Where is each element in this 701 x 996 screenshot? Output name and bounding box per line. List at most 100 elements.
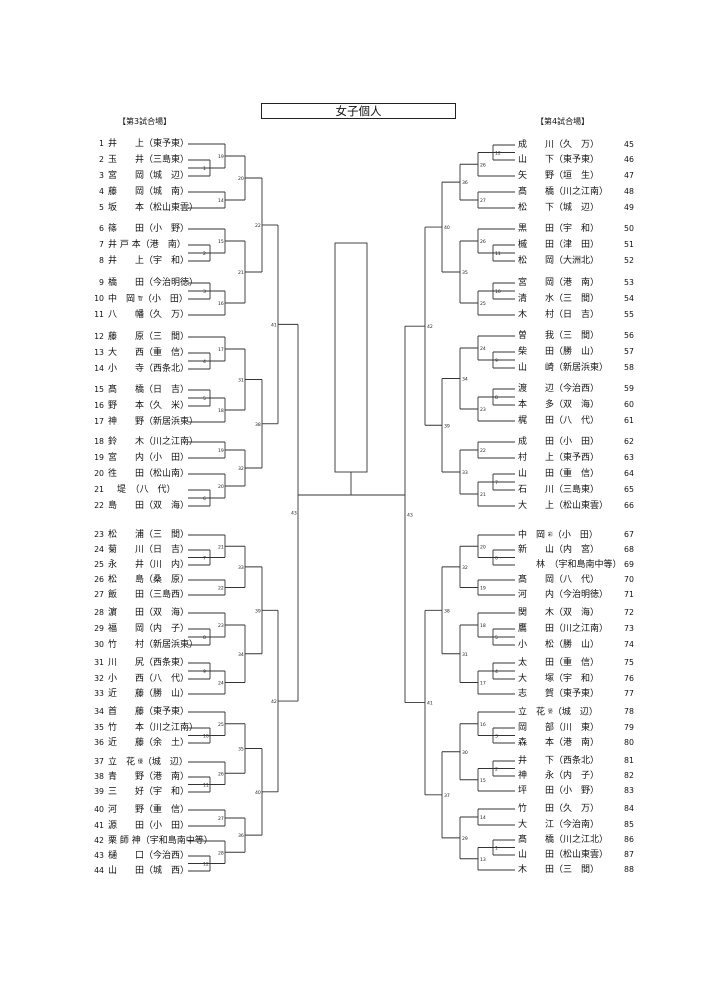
entry-number: 25 — [94, 560, 104, 569]
match-number: 9 — [203, 669, 206, 675]
entry-number: 35 — [94, 723, 104, 732]
entry-name: 篠 田（小 野） — [108, 224, 190, 234]
entry-number: 11 — [94, 310, 104, 319]
match-number: 38 — [255, 422, 261, 428]
entry-name: 梶 田（八 代） — [518, 416, 600, 426]
match-number: 41 — [271, 322, 277, 328]
entry-name: 徃 田（松山南） — [108, 469, 190, 479]
match-number: 11 — [495, 251, 501, 257]
match-number: 7 — [203, 556, 206, 562]
entry-name: 井 上（東予東） — [108, 139, 190, 149]
entry-number: 63 — [624, 453, 634, 462]
match-number: 30 — [462, 750, 468, 756]
match-number: 2 — [203, 251, 206, 257]
match-number: 16 — [480, 722, 486, 728]
entry-number: 8 — [99, 256, 104, 265]
entry-number: 76 — [624, 674, 634, 683]
entry-number: 74 — [624, 640, 634, 649]
match-number: 12 — [495, 151, 501, 157]
entry-number: 50 — [624, 224, 634, 233]
match-number: 36 — [462, 180, 468, 186]
entry-name: 立 花 優（城 辺） — [108, 757, 188, 768]
entry-number: 68 — [624, 545, 634, 554]
entry-number: 14 — [94, 364, 104, 373]
match-number: 33 — [462, 470, 468, 476]
match-number: 43 — [407, 512, 413, 518]
entry-name: 大 上（松山東雲） — [518, 501, 609, 511]
entry-number: 57 — [624, 347, 634, 356]
entry-number: 69 — [624, 560, 634, 569]
entry-name: 河 内（今治明徳） — [518, 590, 609, 600]
entry-name: 近 藤（余 土） — [108, 738, 190, 748]
match-number: 3 — [203, 289, 206, 295]
match-number: 6 — [495, 556, 498, 562]
entry-number: 82 — [624, 771, 634, 780]
entry-name: 成 田（小 田） — [518, 437, 600, 447]
entry-number: 55 — [624, 310, 634, 319]
entry-number: 87 — [624, 850, 634, 859]
match-number: 22 — [255, 223, 261, 229]
match-number: 8 — [203, 635, 206, 641]
entry-number: 15 — [94, 385, 104, 394]
entry-number: 70 — [624, 575, 634, 584]
entry-name: 濵 田（双 海） — [108, 608, 190, 618]
match-number: 3 — [495, 734, 498, 740]
entry-name: 山 田（重 信） — [518, 469, 600, 479]
entry-number: 5 — [99, 203, 104, 212]
entry-name: 大 江（今治南） — [518, 820, 600, 830]
right-entry: 69 林 （宇和島南中等） — [518, 558, 658, 572]
entry-number: 45 — [624, 140, 634, 149]
entry-name: 青 野（港 南） — [108, 772, 190, 782]
entry-name: 志 賀（東予東） — [518, 689, 600, 699]
entry-name: 村 上（東予西） — [518, 453, 600, 463]
entry-number: 16 — [94, 401, 104, 410]
entry-number: 73 — [624, 624, 634, 633]
entry-number: 60 — [624, 400, 634, 409]
match-number: 18 — [480, 623, 486, 629]
entry-name: 太 田（重 信） — [518, 658, 600, 668]
entry-name: 三 好（宇 和） — [108, 787, 190, 797]
entry-number: 26 — [94, 575, 104, 584]
entry-name: 渡 辺（今治西） — [518, 384, 600, 394]
entry-number: 34 — [94, 707, 104, 716]
entry-number: 46 — [624, 155, 634, 164]
entry-name: 源 田（小 田） — [108, 821, 190, 831]
entry-number: 56 — [624, 331, 634, 340]
entry-name: 井 戸 本（港 南） — [108, 240, 186, 250]
entry-number: 84 — [624, 804, 634, 813]
entry-name: 山 田（城 西） — [108, 866, 190, 876]
entry-number: 10 — [94, 294, 104, 303]
entry-name: 中 岡 智（小 田） — [108, 294, 188, 305]
match-number: 34 — [462, 377, 468, 383]
entry-number: 36 — [94, 738, 104, 747]
match-number: 23 — [480, 407, 486, 413]
match-number: 38 — [444, 608, 450, 614]
match-number: 6 — [203, 496, 206, 502]
entry-number: 53 — [624, 278, 634, 287]
entry-name: 髙 橋（日 吉） — [108, 385, 190, 395]
entry-number: 32 — [94, 674, 104, 683]
